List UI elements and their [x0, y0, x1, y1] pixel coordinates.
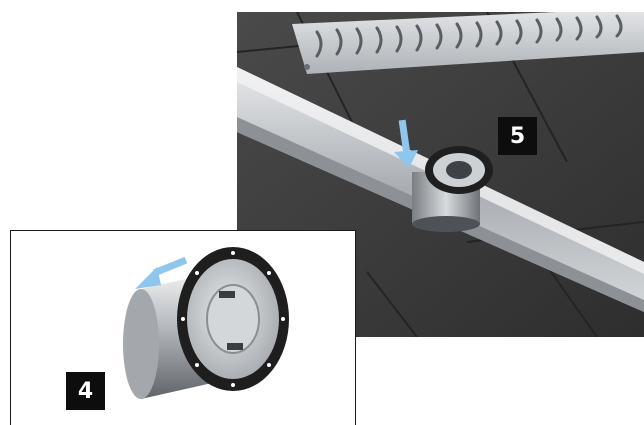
step-5-illustration — [237, 12, 644, 337]
step-4-illustration — [10, 230, 356, 425]
arrow-left-icon — [135, 256, 188, 289]
drain-grate — [292, 12, 644, 74]
gasket-dots — [181, 251, 285, 387]
grate-screw — [304, 64, 310, 70]
grate-pattern — [315, 14, 623, 58]
trap-insert-scene — [123, 247, 289, 399]
drain-channel-scene — [237, 12, 644, 337]
step-5-badge: 5 — [498, 117, 537, 155]
step-4-badge: 4 — [66, 372, 105, 410]
arrow-down-icon — [394, 119, 418, 168]
